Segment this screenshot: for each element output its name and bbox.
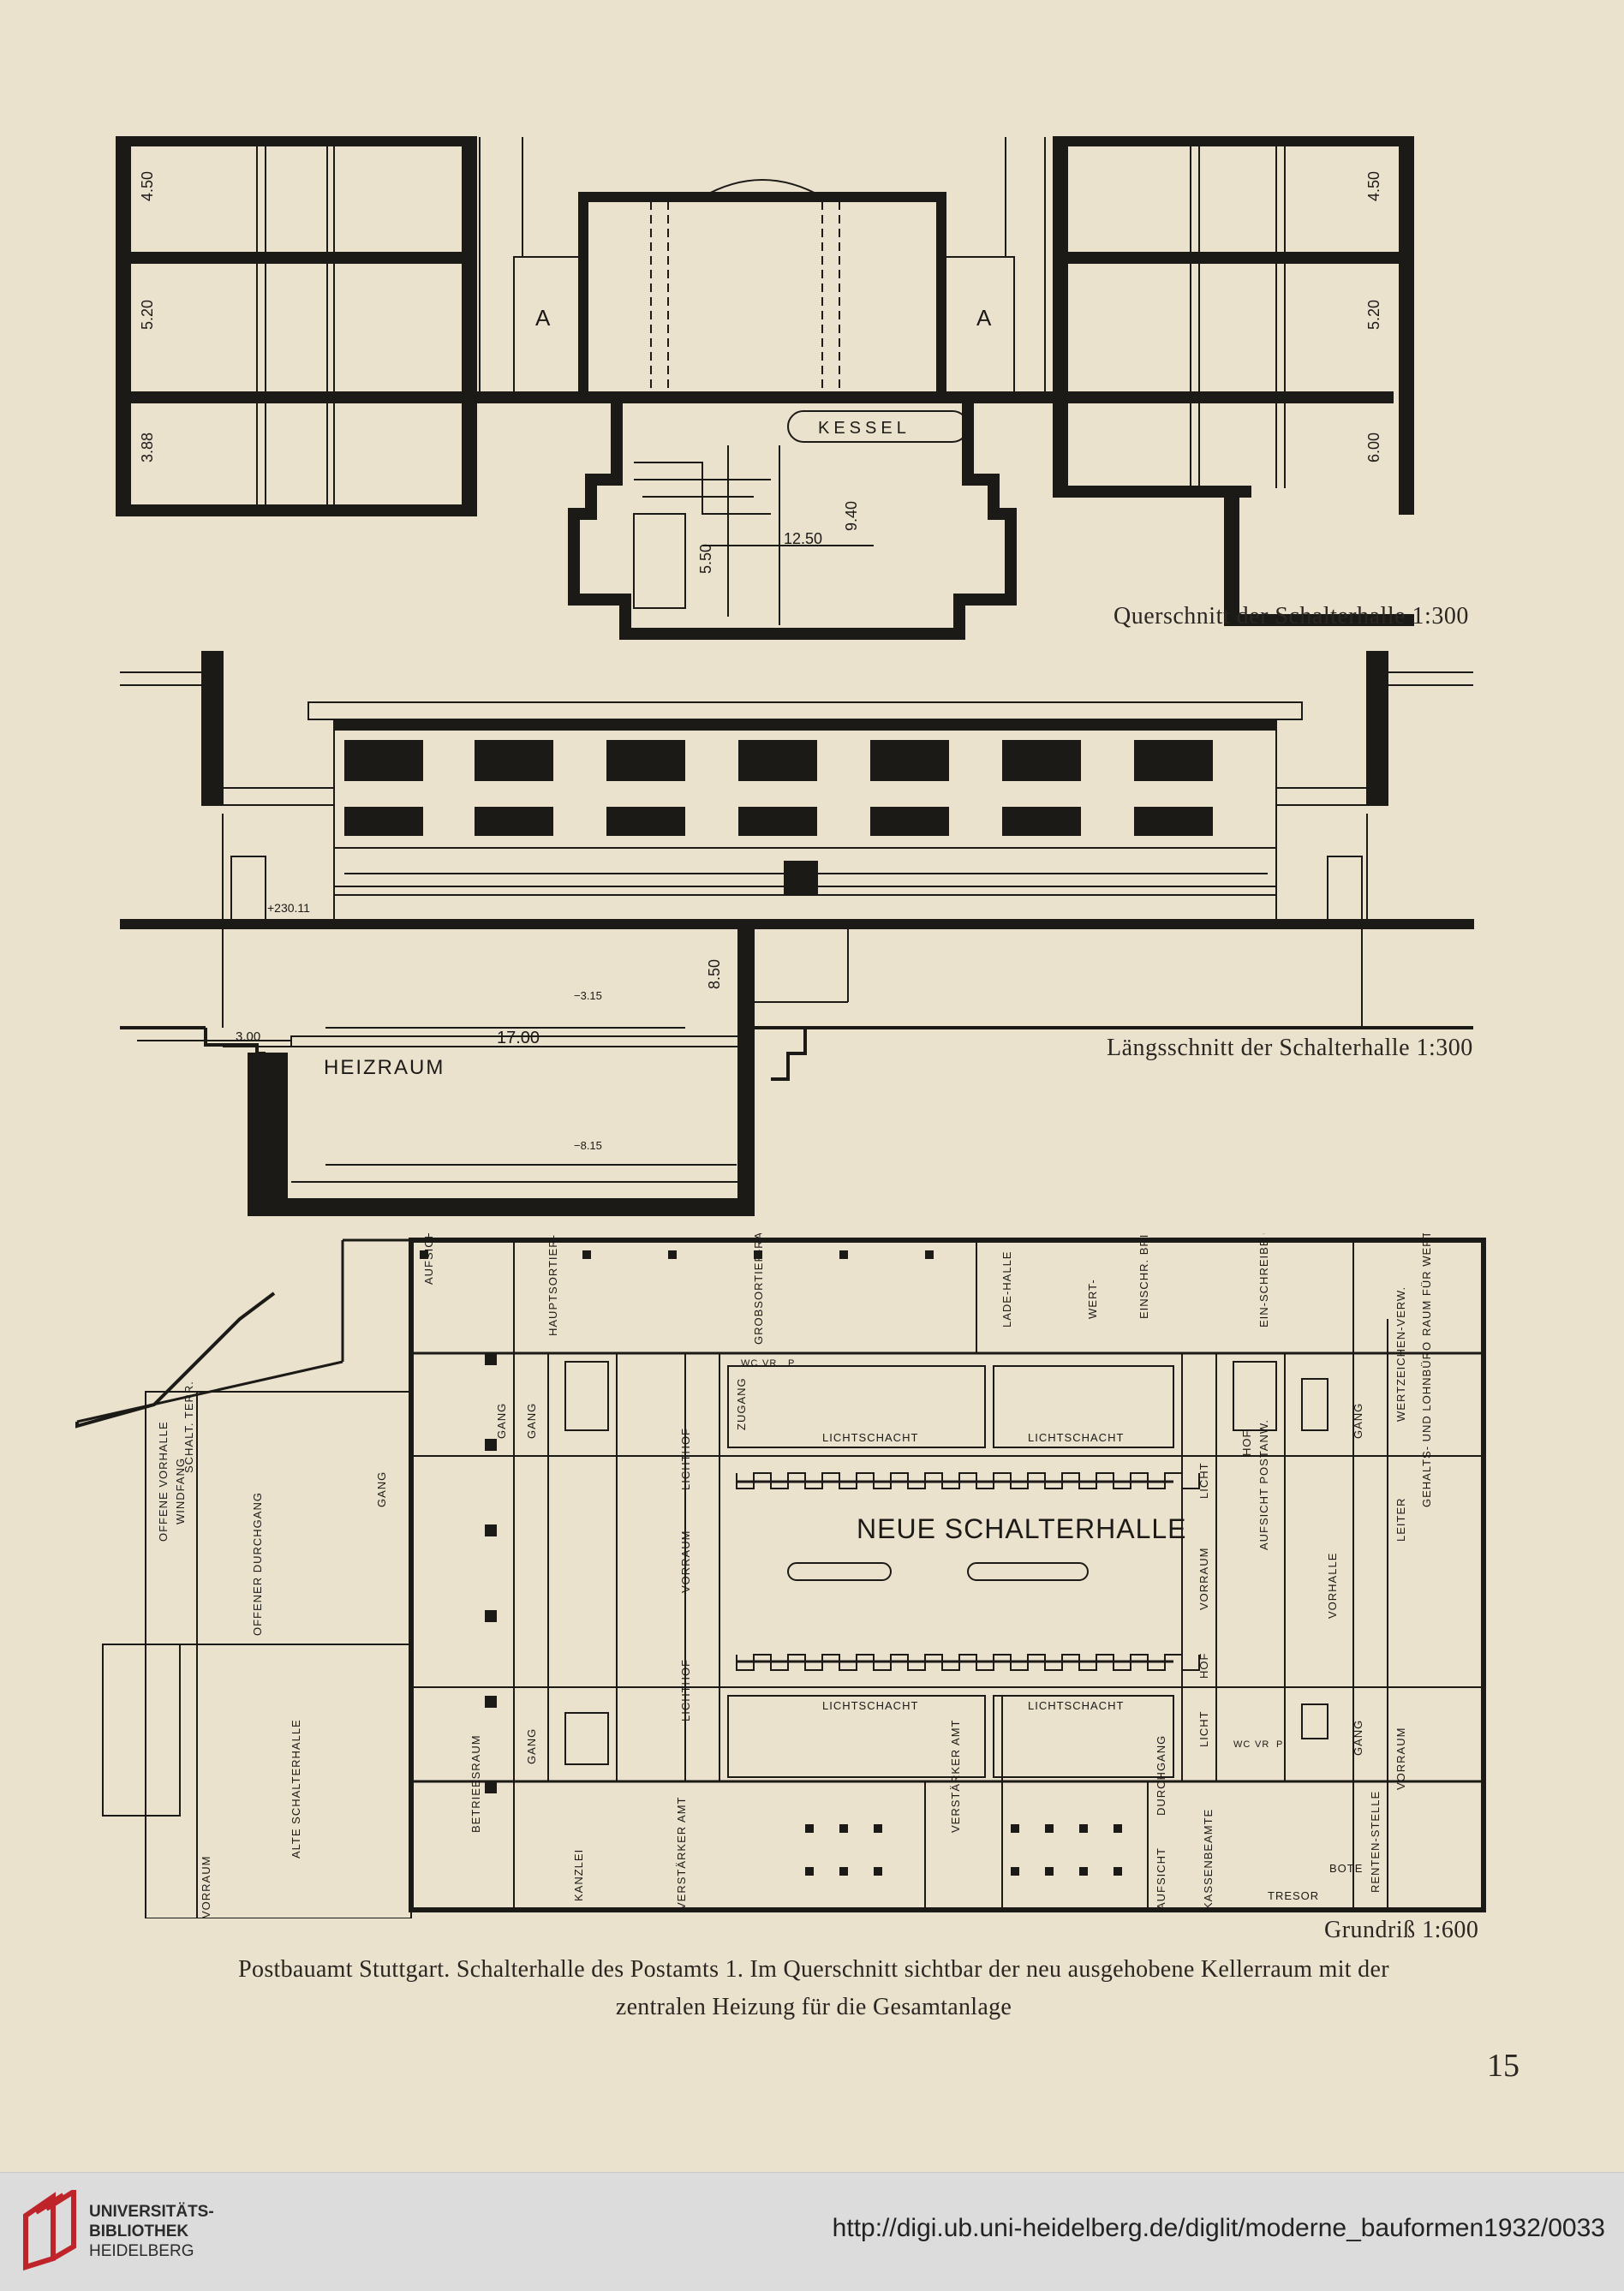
room-label: ALTE SCHALTERHALLE: [290, 1719, 302, 1858]
room-label: GANG: [1352, 1403, 1364, 1439]
cross-section-caption: Querschnitt der Schalterhalle 1:300: [1114, 603, 1469, 629]
room-label: OFFENE VORHALLE: [157, 1421, 170, 1542]
room-label: VR: [762, 1358, 777, 1369]
room-label: AUFSICHT: [1155, 1847, 1167, 1910]
permalink-url[interactable]: http://digi.ub.uni-heidelberg.de/diglit/…: [832, 2214, 1605, 2242]
section-marker: A: [535, 305, 551, 331]
room-label: AUFSICHT POSTANW.: [1257, 1419, 1270, 1550]
room-label: P: [1276, 1739, 1283, 1750]
room-label: VERSTÄRKER AMT: [949, 1720, 962, 1833]
library-footer: UNIVERSITÄTS- BIBLIOTHEK HEIDELBERG http…: [0, 2172, 1624, 2291]
room-label: WERT-: [1086, 1279, 1099, 1319]
light-shaft-label: LICHTSCHACHT: [1028, 1431, 1124, 1444]
room-label: LICHTHOF: [679, 1428, 692, 1490]
room-label: HOF: [1240, 1430, 1253, 1456]
heizraum-label: HEIZRAUM: [324, 1056, 445, 1079]
cross-section-drawing: 4.50 5.20 3.88 4.50 5.20 6.00 9.40 5.50 …: [116, 136, 1414, 640]
dim-label: 6.00: [1365, 433, 1382, 462]
dim-label: 9.40: [843, 501, 860, 531]
room-label: LICHTHOF: [679, 1659, 692, 1721]
room-label: VORHALLE: [1326, 1553, 1339, 1619]
dim-label: 3.00: [236, 1029, 260, 1044]
room-label: WC: [1233, 1739, 1251, 1750]
room-label: KASSENBEAMTE: [1202, 1809, 1215, 1910]
dim-label: 17.00: [497, 1029, 540, 1047]
room-label: BOTE: [1329, 1862, 1363, 1875]
dim-label: 4.50: [1365, 171, 1382, 201]
longitudinal-section-drawing: +230.11 8.50 3.00 17.00 −3.15 −8.15 HEIZ…: [120, 651, 1474, 1216]
kessel-label: KESSEL: [818, 419, 911, 438]
room-label: TRESOR: [1268, 1889, 1319, 1902]
room-label: VERSTÄRKER AMT: [675, 1797, 688, 1910]
book-page: 4.50 5.20 3.88 4.50 5.20 6.00 9.40 5.50 …: [34, 136, 1593, 2084]
logo-line: UNIVERSITÄTS-: [89, 2203, 214, 2221]
room-label: HAUPTSORTIER-DIENST: [546, 1233, 559, 1336]
dim-label: 4.50: [139, 171, 156, 201]
room-label: ZUGANG: [735, 1377, 748, 1430]
level-label: −8.15: [574, 1139, 602, 1152]
room-label: LICHT: [1197, 1710, 1210, 1747]
room-label: BETRIEBSRAUM: [469, 1734, 482, 1833]
light-shaft-label: LICHTSCHACHT: [822, 1431, 918, 1444]
room-label: EINSCHR. BRIEFE: [1137, 1233, 1150, 1319]
ground-plan-drawing: NEUE SCHALTERHALLE AUFSICHT HAUPTSORTIER…: [75, 1233, 1486, 1918]
room-label: LADE-HALLE: [1000, 1251, 1013, 1327]
room-label: GANG: [1352, 1720, 1364, 1756]
section-marker: A: [976, 305, 992, 331]
room-label: WC: [741, 1358, 758, 1369]
logo-line: BIBLIOTHEK: [89, 2222, 189, 2240]
room-label: LICHT: [1197, 1462, 1210, 1499]
room-label: RENTEN-STELLE: [1369, 1791, 1382, 1893]
room-label: LEITER: [1394, 1497, 1407, 1542]
level-label: −3.15: [574, 989, 602, 1002]
page-number: 15: [1487, 2048, 1520, 2084]
room-label: GROBSORTIER-RAUM: [752, 1233, 765, 1345]
caption-line-1: Postbauamt Stuttgart. Schalterhalle des …: [238, 1956, 1389, 1983]
room-label: EIN-SCHREIBE CABINETT: [1257, 1233, 1270, 1327]
room-label: VORRAUM: [679, 1530, 692, 1593]
room-label: WINDFANG: [174, 1458, 187, 1524]
room-label: WERTZEICHEN-VERW.: [1394, 1286, 1407, 1422]
room-label: GANG: [375, 1471, 388, 1507]
room-label: VORRAUM: [1197, 1548, 1210, 1610]
room-label: RAUM FÜR WERTZEICH.: [1420, 1233, 1433, 1336]
dim-label: 5.20: [1365, 300, 1382, 330]
room-label: AUFSICHT: [422, 1233, 435, 1285]
light-shaft-label: LICHTSCHACHT: [1028, 1699, 1124, 1712]
room-label: KANZLEI: [572, 1849, 585, 1901]
room-label: VORRAUM: [200, 1856, 212, 1918]
room-label: VR: [1255, 1739, 1269, 1750]
room-label: SCHALT. TERR.: [182, 1381, 195, 1473]
ground-plan-caption: Grundriß 1:600: [1324, 1917, 1479, 1943]
dim-label: 5.20: [139, 300, 156, 330]
room-label: DURCHGANG: [1155, 1735, 1167, 1816]
dim-label: 12.50: [784, 530, 822, 547]
caption-line-2: zentralen Heizung für die Gesamtanlage: [615, 1994, 1012, 2020]
dim-label: 3.88: [139, 433, 156, 462]
room-label: GANG: [495, 1403, 508, 1439]
room-label: OFFENER DURCHGANG: [251, 1492, 264, 1636]
dim-label: 8.50: [706, 959, 723, 989]
room-label: HOF: [1197, 1653, 1210, 1679]
room-label: GEHALTS- UND LOHNBÜRO: [1420, 1341, 1433, 1507]
room-label: P: [788, 1358, 795, 1369]
room-label: VORRAUM: [1394, 1727, 1407, 1790]
hall-title: NEUE SCHALTERHALLE: [857, 1513, 1187, 1544]
longitudinal-section-caption: Längsschnitt der Schalterhalle 1:300: [1107, 1035, 1473, 1061]
light-shaft-label: LICHTSCHACHT: [822, 1699, 918, 1712]
room-label: GANG: [525, 1403, 538, 1439]
logo-line: HEIDELBERG: [89, 2242, 194, 2260]
figure-caption: Postbauamt Stuttgart. Schalterhalle des …: [34, 1951, 1593, 2026]
room-label: GANG: [525, 1728, 538, 1764]
library-logo-icon: [23, 2190, 76, 2271]
level-label: +230.11: [267, 901, 310, 915]
dim-label: 5.50: [697, 544, 714, 574]
library-logo-text: UNIVERSITÄTS- BIBLIOTHEK HEIDELBERG: [89, 2202, 214, 2261]
